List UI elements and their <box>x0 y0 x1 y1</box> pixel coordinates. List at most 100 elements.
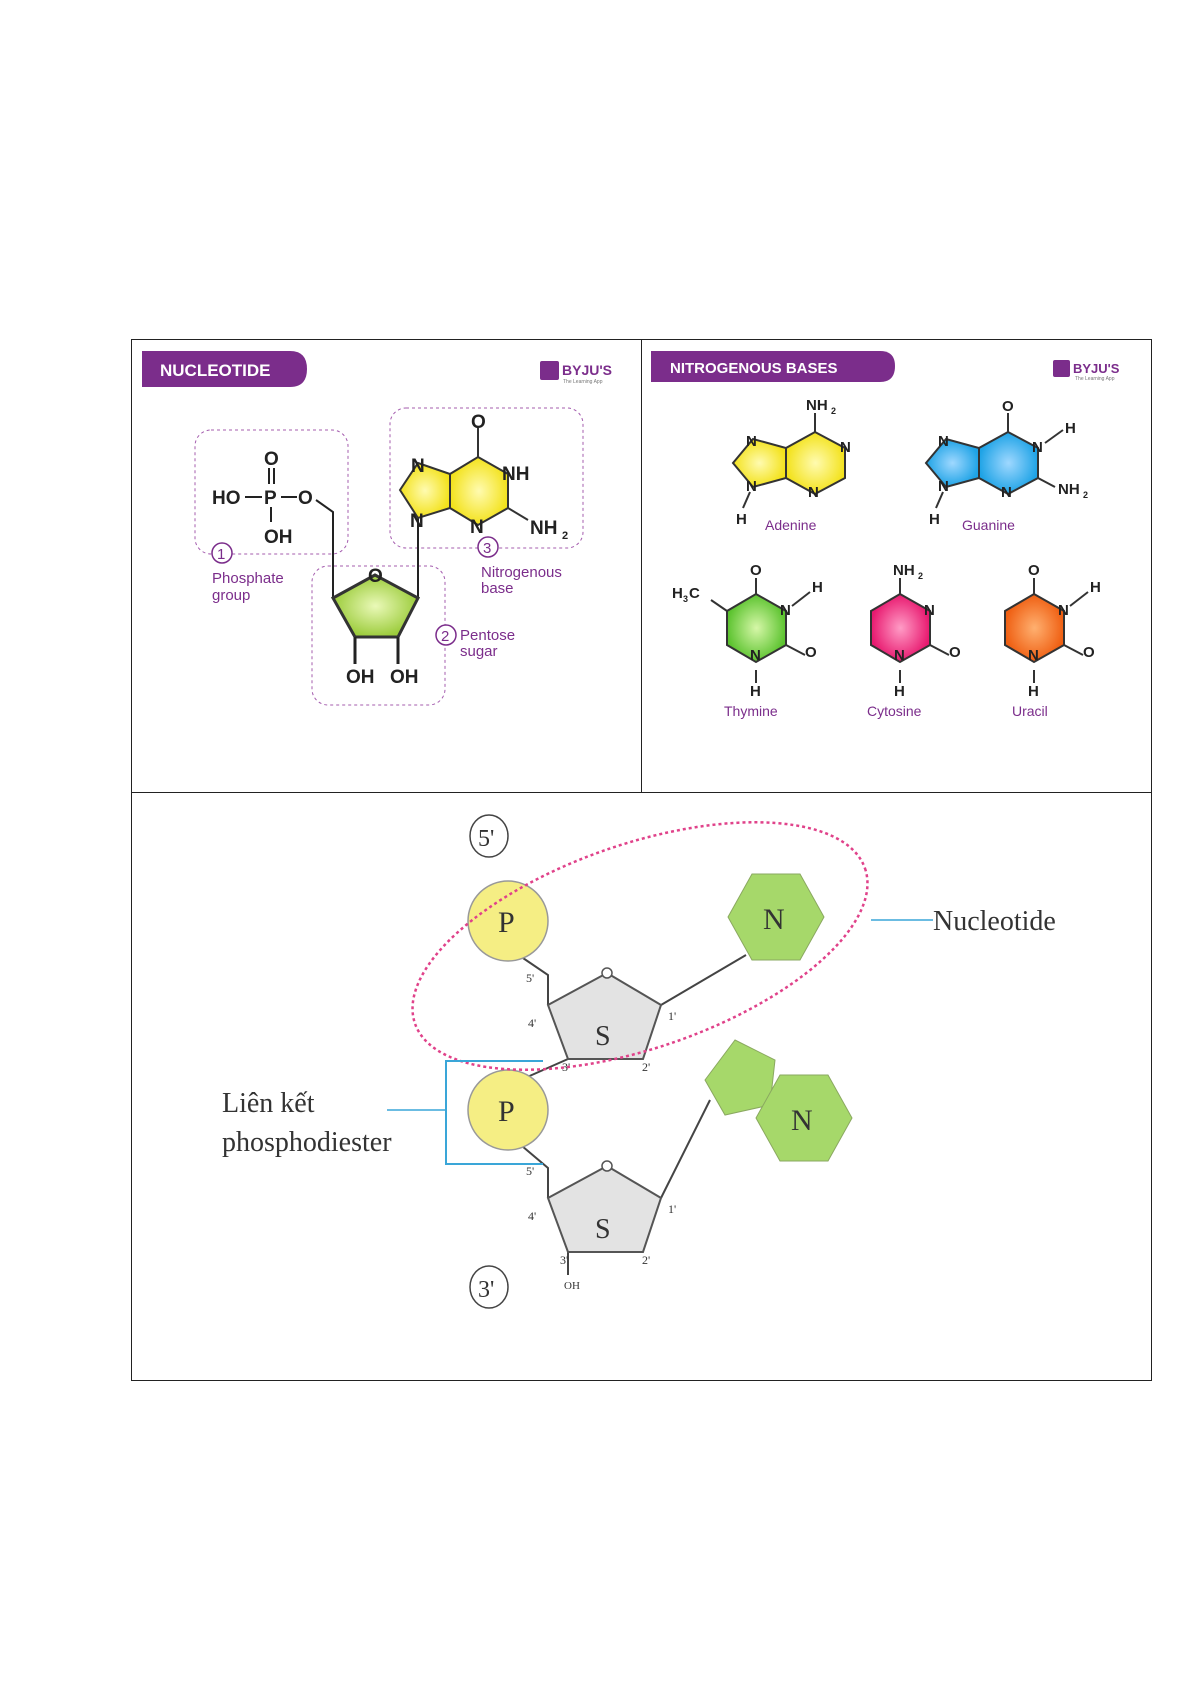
nitrogenous-base-structure <box>398 428 529 527</box>
carbon-1-label: 1' <box>668 1202 676 1216</box>
carbon-3-label: 3' <box>560 1253 568 1267</box>
subscript: 2 <box>831 406 836 416</box>
guanine-label: Guanine <box>962 517 1015 533</box>
atom-h: H <box>812 579 823 596</box>
atom-c: C <box>689 585 700 602</box>
uracil-structure: O H N O N H Uracil <box>1004 562 1101 719</box>
carbon-4-label: 4' <box>528 1209 536 1223</box>
atom-o: O <box>298 488 313 509</box>
adenine-label: Adenine <box>765 517 817 533</box>
byjus-logo-icon <box>540 361 559 380</box>
label-nitrogenous-base: 3 Nitrogenous base <box>477 536 562 597</box>
atom-n: N <box>894 647 905 664</box>
byjus-logo: BYJU'S The Learning App <box>1053 360 1120 382</box>
atom-nh: NH <box>502 464 529 485</box>
sugar-1: S <box>546 967 663 1060</box>
atom-n: N <box>746 478 757 495</box>
base-n-label: N <box>763 903 785 936</box>
carbon-5-label: 5' <box>526 1164 534 1178</box>
phosphate-2: P <box>467 1069 549 1151</box>
phosphodiester-label-line1: Liên kết <box>222 1088 315 1119</box>
atom-n: N <box>808 484 819 501</box>
nitrogenous-base-box <box>389 407 584 549</box>
base-2: N <box>704 1039 853 1162</box>
subscript: 2 <box>1083 490 1088 500</box>
carbon-3-label: 3' <box>562 1060 570 1074</box>
carbon-2-label: 2' <box>642 1060 650 1074</box>
atom-ho: HO <box>212 488 241 509</box>
atom-p: P <box>264 488 277 509</box>
byjus-logo-tagline: The Learning App <box>563 379 603 385</box>
carbon-4-label: 4' <box>528 1016 536 1030</box>
base-atoms: O N NH N N NH 2 <box>410 412 568 542</box>
atom-n: N <box>1001 484 1012 501</box>
three-prime-end: 3' <box>469 1265 509 1309</box>
five-prime-label: 5' <box>478 826 494 852</box>
atom-o: O <box>1028 562 1040 579</box>
atom-h: H <box>736 511 747 528</box>
atom-nh: NH <box>806 397 828 414</box>
atom-h: H <box>672 585 683 602</box>
label-phosphate-group: 1 Phosphate group <box>211 542 284 604</box>
three-prime-label: 3' <box>478 1277 494 1303</box>
carbon-labels: 5' 4' 3' 2' 1' 5' 4' 3' 2' 1' OH <box>526 971 676 1292</box>
pentose-sugar-box <box>311 565 446 706</box>
nucleotide-panel: NUCLEOTIDE BYJU'S The Learning App O HO … <box>142 351 612 706</box>
byjus-logo-tagline: The Learning App <box>1075 376 1115 382</box>
table-divider-vertical <box>641 339 642 792</box>
phosphodiester-label-line2: phosphodiester <box>222 1127 392 1158</box>
uracil-label: Uracil <box>1012 703 1048 719</box>
table-divider-horizontal <box>131 792 1152 793</box>
atom-nh: NH <box>1058 481 1080 498</box>
pentose-sugar-ring <box>330 573 421 639</box>
label-text: Pentose <box>460 627 515 644</box>
thymine-label: Thymine <box>724 703 778 719</box>
atom-h: H <box>929 511 940 528</box>
atom-o: O <box>264 449 279 470</box>
phosphate-1: P <box>467 880 549 962</box>
byjus-logo-icon <box>1053 360 1070 377</box>
carbon-5-label: 5' <box>526 971 534 985</box>
atom-n: N <box>1058 602 1069 619</box>
subscript-2: 2 <box>562 530 568 542</box>
bases-banner-title: NITROGENOUS BASES <box>670 360 838 377</box>
five-prime-end: 5' <box>469 814 509 858</box>
atom-n: N <box>470 517 484 538</box>
atom-h: H <box>1065 420 1076 437</box>
atom-nh2: NH <box>530 518 557 539</box>
cytosine-label: Cytosine <box>867 703 922 719</box>
phosphate-group: O HO P O OH <box>212 449 313 548</box>
phosphate-p-label: P <box>498 1095 515 1128</box>
nucleotide-label: Nucleotide <box>933 906 1056 937</box>
atom-o: O <box>949 644 961 661</box>
label-text: sugar <box>460 643 498 660</box>
label-number: 3 <box>483 540 491 557</box>
atom-o: O <box>1002 398 1014 415</box>
atom-n: N <box>750 647 761 664</box>
label-number: 1 <box>217 546 225 563</box>
byjus-logo-brand: BYJU'S <box>1073 361 1120 376</box>
atom-oh: OH <box>264 527 293 548</box>
atom-n: N <box>938 433 949 450</box>
atom-n: N <box>1028 647 1039 664</box>
atom-o: O <box>368 566 383 587</box>
strand-bonds <box>519 954 747 1275</box>
nucleotide-banner-title: NUCLEOTIDE <box>160 361 271 380</box>
sugar-2: S <box>546 1160 663 1253</box>
atom-h: H <box>750 683 761 700</box>
atom-o: O <box>471 412 486 433</box>
phosphate-p-label: P <box>498 906 515 939</box>
subscript: 2 <box>918 571 923 581</box>
byjus-logo: BYJU'S The Learning App <box>540 361 612 385</box>
carbon-1-label: 1' <box>668 1009 676 1023</box>
atom-n: N <box>840 439 851 456</box>
atom-h: H <box>894 683 905 700</box>
byjus-logo-brand: BYJU'S <box>562 362 612 378</box>
atom-n: N <box>746 433 757 450</box>
base-n-label: N <box>791 1104 813 1137</box>
label-text: group <box>212 587 250 604</box>
